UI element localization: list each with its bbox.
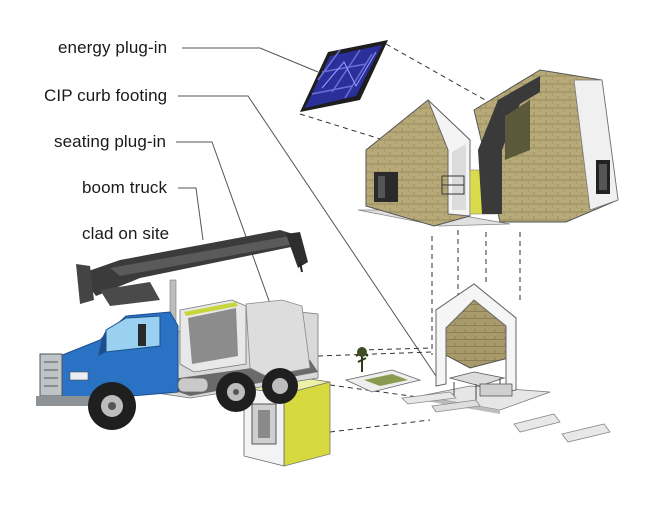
label-cip-curb-footing: CIP curb footing [44, 86, 168, 105]
label-boom-truck: boom truck [82, 178, 168, 197]
leader-seating [176, 141, 297, 377]
label-clad-on-site: clad on site [82, 224, 170, 243]
label-seating-plug-in: seating plug-in [54, 132, 167, 151]
leader-boom [178, 187, 204, 241]
leader-lines [176, 47, 441, 383]
boom-truck [36, 230, 319, 430]
leader-energy [182, 47, 319, 73]
leader-cip [178, 95, 441, 383]
cabin-right-half [473, 69, 619, 223]
seating-plug-in [344, 347, 422, 393]
curb-footings [401, 391, 611, 443]
cabin-left-half [357, 99, 511, 227]
label-energy-plug-in: energy plug-in [58, 38, 168, 57]
solar-panel [300, 40, 388, 112]
truck-wheels [88, 368, 298, 430]
